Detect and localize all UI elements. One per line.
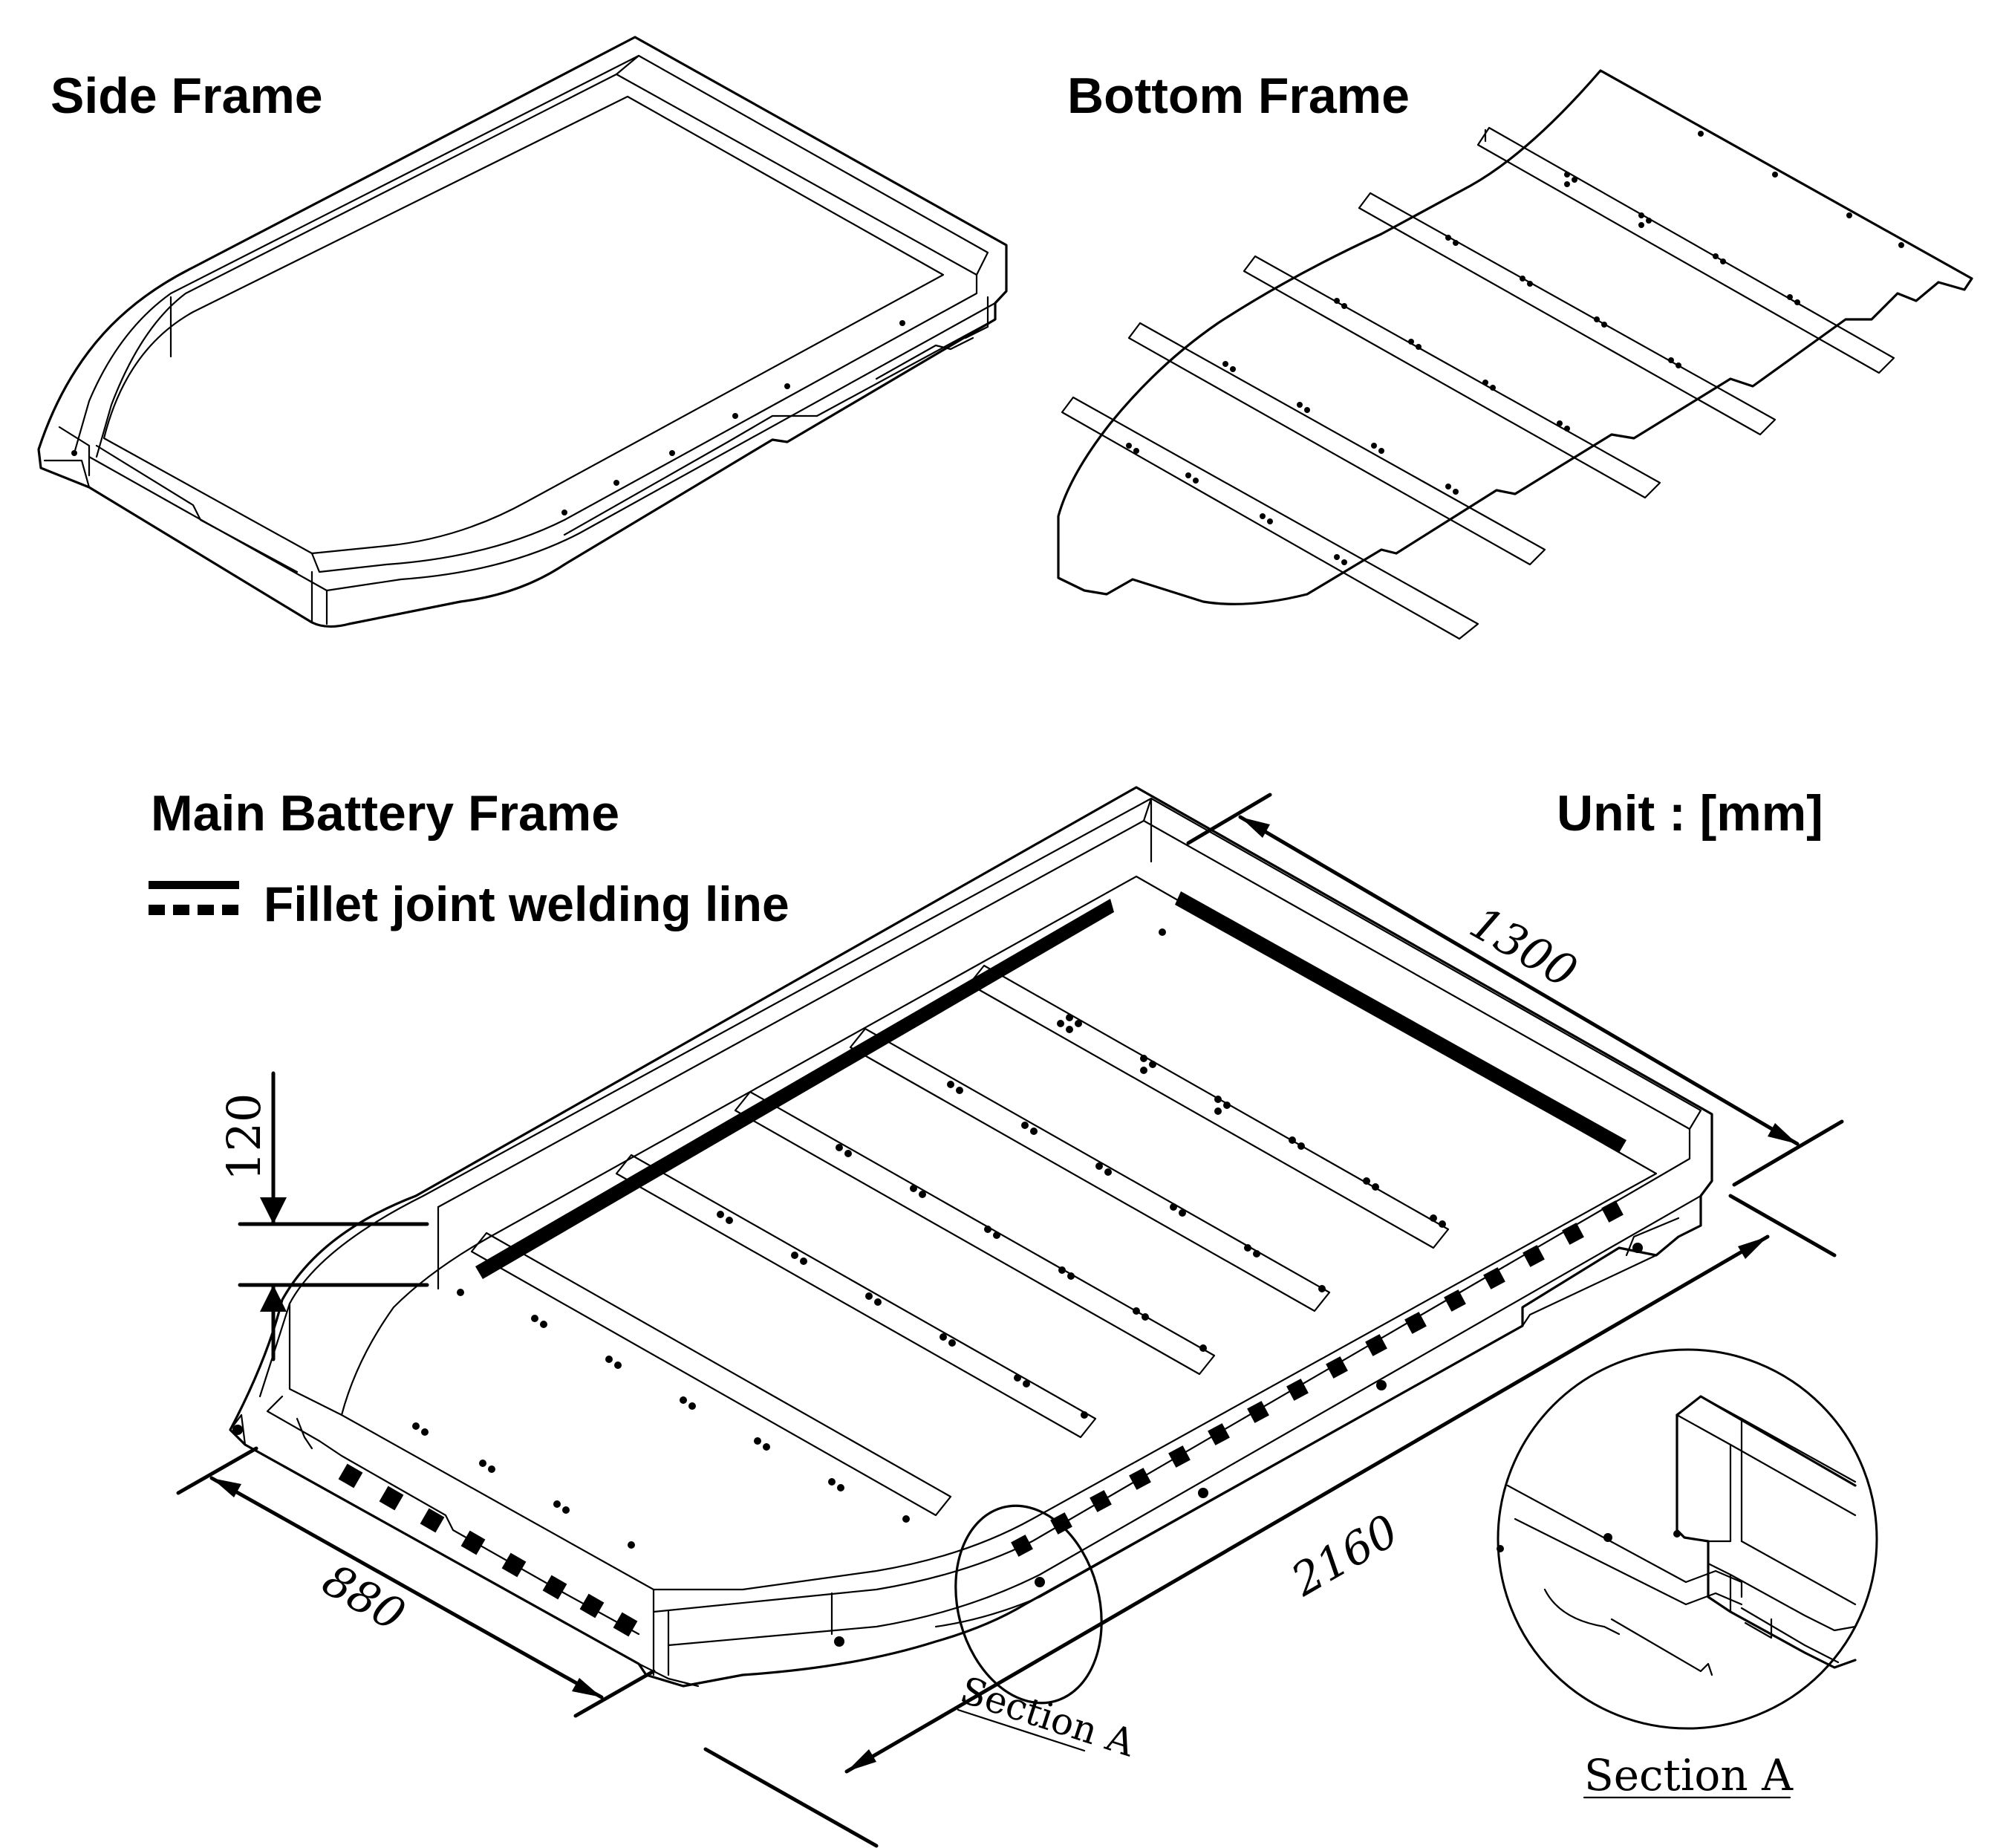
section-a-detail: Section A [1497, 1348, 1878, 1800]
side-frame-drawing [37, 36, 1008, 628]
dimension-front-width: 880 [176, 1446, 656, 1718]
dimension-height: 120 [217, 1071, 429, 1361]
main-frame-holes [232, 928, 1643, 1647]
bottom-frame-drawing [1057, 69, 1973, 640]
dimension-height-label: 120 [217, 1093, 271, 1181]
main-battery-frame-drawing [229, 786, 1713, 1705]
weld-line-dashed-left [338, 1463, 638, 1637]
dimension-length-label: 2160 [1283, 1505, 1407, 1607]
weld-line-solid-right [1175, 891, 1626, 1153]
main-frame-crossbars [470, 964, 1450, 1517]
weld-legend-label: Fillet joint welding line [264, 876, 789, 931]
section-a-callout: Section A [955, 1668, 1140, 1765]
section-a-ellipse [954, 1504, 1103, 1705]
bottom-frame-title: Bottom Frame [1067, 68, 1410, 124]
dimension-width: 1300 [1186, 793, 1844, 1187]
weld-legend-solid-swatch [149, 881, 239, 889]
section-a-caption: Section A [1584, 1750, 1794, 1800]
section-a-callout-label: Section A [955, 1668, 1140, 1765]
side-frame-title: Side Frame [51, 68, 323, 124]
weld-line-dashed-right [1011, 1200, 1624, 1557]
dimension-front-width-label: 880 [314, 1554, 414, 1642]
side-frame-holes [71, 320, 905, 515]
weld-line-solid-left [475, 899, 1114, 1279]
weld-legend: Fillet joint welding line [149, 876, 789, 931]
bottom-frame-holes [1126, 131, 1904, 565]
bottom-frame-crossbars [1061, 126, 1895, 640]
unit-label: Unit : [mm] [1557, 785, 1823, 842]
main-battery-frame-title: Main Battery Frame [151, 785, 619, 842]
weld-legend-dashed-swatch [149, 905, 238, 915]
